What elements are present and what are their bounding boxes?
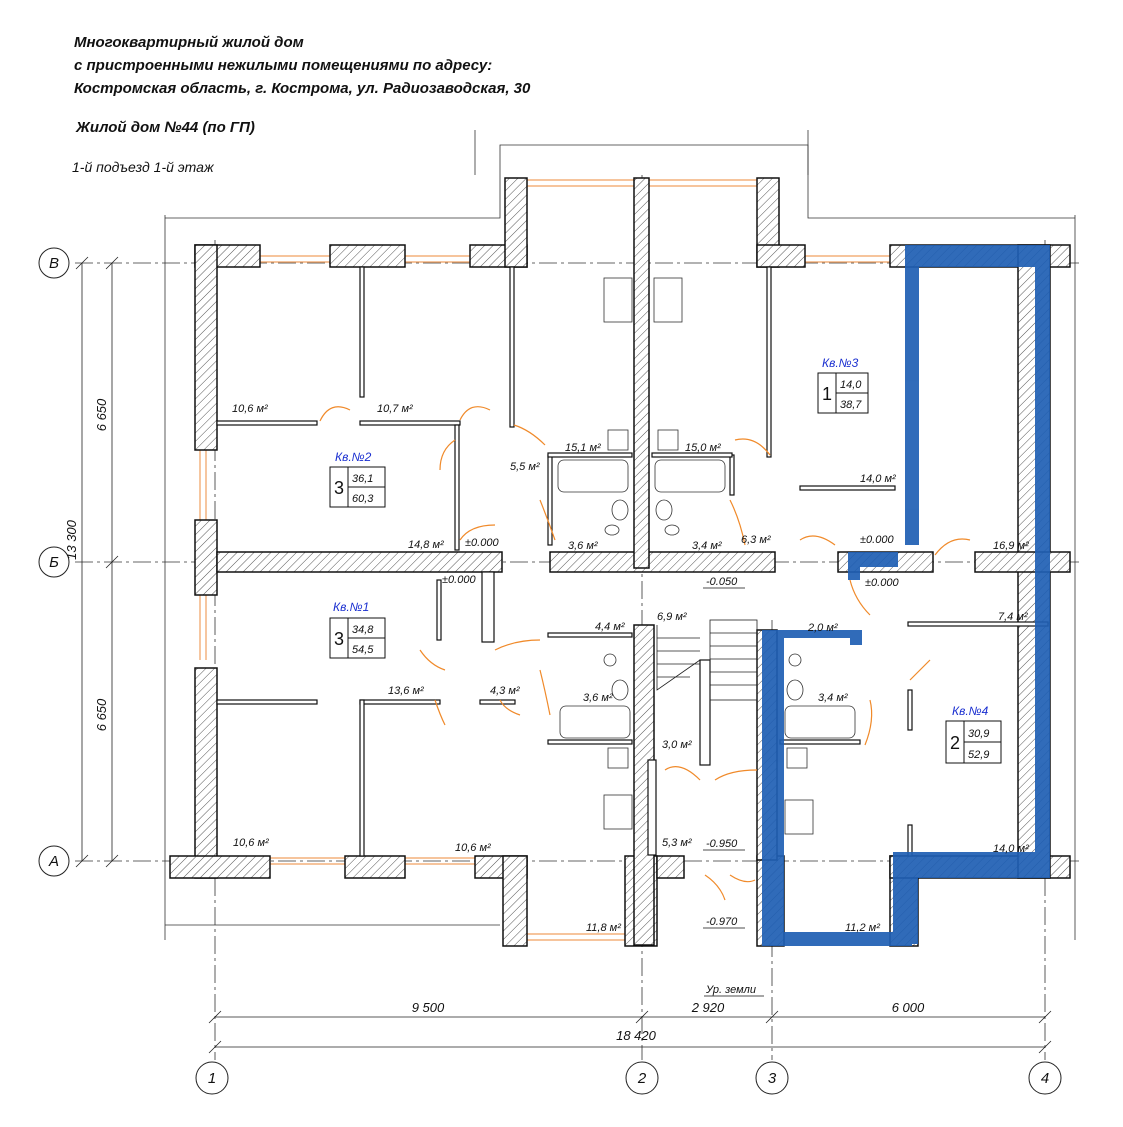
room-area: 3,4 м²: [692, 540, 722, 552]
header-line-3: Костромская область, г. Кострома, ул. Ра…: [74, 80, 531, 97]
apt-label-3: Кв.№3: [822, 356, 859, 370]
apt-rooms-3: 1: [822, 384, 832, 404]
plumbing-fixtures: [557, 277, 856, 835]
room-area: 13,6 м²: [388, 685, 424, 697]
axis-row-b: Б: [49, 554, 59, 571]
apt-label-2: Кв.№2: [335, 450, 372, 464]
room-area: 10,6 м²: [233, 837, 269, 849]
dim-v-total: 13 300: [64, 519, 79, 560]
doors: [319, 406, 971, 901]
room-areas: 10,6 м² 10,7 м² 5,5 м² 15,1 м² 15,0 м² 1…: [232, 403, 1029, 934]
level-mark: ±0.000: [865, 577, 899, 589]
header-line-1: Многоквартирный жилой дом: [74, 34, 304, 51]
room-area: 2,0 м²: [807, 622, 838, 634]
dim-h3: 6 000: [892, 1000, 925, 1015]
dim-h1: 9 500: [412, 1000, 445, 1015]
room-area: 5,3 м²: [662, 837, 692, 849]
room-area: 4,3 м²: [490, 685, 520, 697]
room-area: 16,9 м²: [993, 540, 1029, 552]
apt-total-2: 60,3: [352, 493, 374, 505]
room-area: 3,6 м²: [583, 692, 613, 704]
level-mark: ±0.000: [465, 537, 499, 549]
dim-h2: 2 920: [691, 1000, 725, 1015]
header-line-2: с пристроенными нежилыми помещениями по …: [74, 57, 492, 74]
partitions: [216, 266, 1049, 857]
apt-total-3: 38,7: [840, 399, 862, 411]
room-area: 3,0 м²: [662, 739, 692, 751]
axis-col-2: 2: [637, 1070, 647, 1087]
room-area: 10,7 м²: [377, 403, 413, 415]
level-mark: -0.970: [706, 916, 738, 928]
ground-level-label: Ур. земли: [705, 984, 756, 996]
apt-total-1: 54,5: [352, 644, 374, 656]
level-mark: -0.050: [706, 576, 738, 588]
axis-row-v: В: [49, 255, 59, 272]
axis-col-1: 1: [208, 1070, 216, 1087]
apt-living-4: 30,9: [968, 728, 989, 740]
room-area: 15,1 м²: [565, 442, 601, 454]
room-area: 15,0 м²: [685, 442, 721, 454]
apt-rooms-2: 3: [334, 478, 344, 498]
level-mark: ±0.000: [442, 574, 476, 586]
level-marks: ±0.000 ±0.000 ±0.000 ±0.000 -0.050 -0.95…: [442, 534, 899, 929]
axis-bubbles: В Б А 1 2 3 4: [38, 247, 1062, 1095]
floor-title: 1-й подъезд 1-й этаж: [72, 159, 215, 175]
room-area: 3,6 м²: [568, 540, 598, 552]
room-area: 5,5 м²: [510, 461, 540, 473]
stair: [656, 619, 758, 701]
apt-box-2: Кв.№2 3 36,1 60,3: [329, 450, 386, 508]
apt-living-1: 34,8: [352, 624, 374, 636]
level-mark: -0.950: [706, 838, 738, 850]
axis-col-4: 4: [1041, 1070, 1049, 1087]
room-area: 4,4 м²: [595, 621, 625, 633]
break-lines: [164, 130, 1076, 940]
walls: [169, 177, 1071, 947]
axis-col-3: 3: [768, 1070, 777, 1087]
apt-living-2: 36,1: [352, 473, 373, 485]
apt-box-4: Кв.№4 2 30,9 52,9: [945, 704, 1002, 764]
room-area: 7,4 м²: [998, 611, 1028, 623]
dimension-lines: [75, 256, 1052, 1054]
apt-label-4: Кв.№4: [952, 704, 989, 718]
room-area: 11,2 м²: [845, 922, 880, 934]
room-area: 14,0 м²: [993, 843, 1029, 855]
apt-box-3: Кв.№3 1 14,0 38,7: [817, 356, 869, 414]
room-area: 11,8 м²: [586, 922, 621, 934]
axis-row-a: А: [48, 853, 59, 870]
room-area: 10,6 м²: [455, 842, 491, 854]
dim-h-total: 18 420: [616, 1028, 657, 1043]
room-area: 14,8 м²: [408, 539, 444, 551]
level-mark: ±0.000: [860, 534, 894, 546]
dim-v2: 6 650: [94, 698, 109, 731]
apt-box-1: Кв.№1 3 34,8 54,5: [329, 600, 386, 659]
apt-rooms-4: 2: [950, 733, 960, 753]
axis-lines: [75, 175, 1080, 1060]
apt-total-4: 52,9: [968, 749, 989, 761]
apt-rooms-1: 3: [334, 629, 344, 649]
apt-living-3: 14,0: [840, 379, 862, 391]
room-area: 14,0 м²: [860, 473, 896, 485]
room-area: 6,3 м²: [741, 534, 771, 546]
building-title: Жилой дом №44 (по ГП): [75, 119, 255, 136]
apartment-highlight: [762, 245, 1050, 946]
dim-v1: 6 650: [94, 398, 109, 431]
room-area: 6,9 м²: [657, 611, 687, 623]
apt-label-1: Кв.№1: [333, 600, 369, 614]
room-area: 10,6 м²: [232, 403, 268, 415]
room-area: 3,4 м²: [818, 692, 848, 704]
